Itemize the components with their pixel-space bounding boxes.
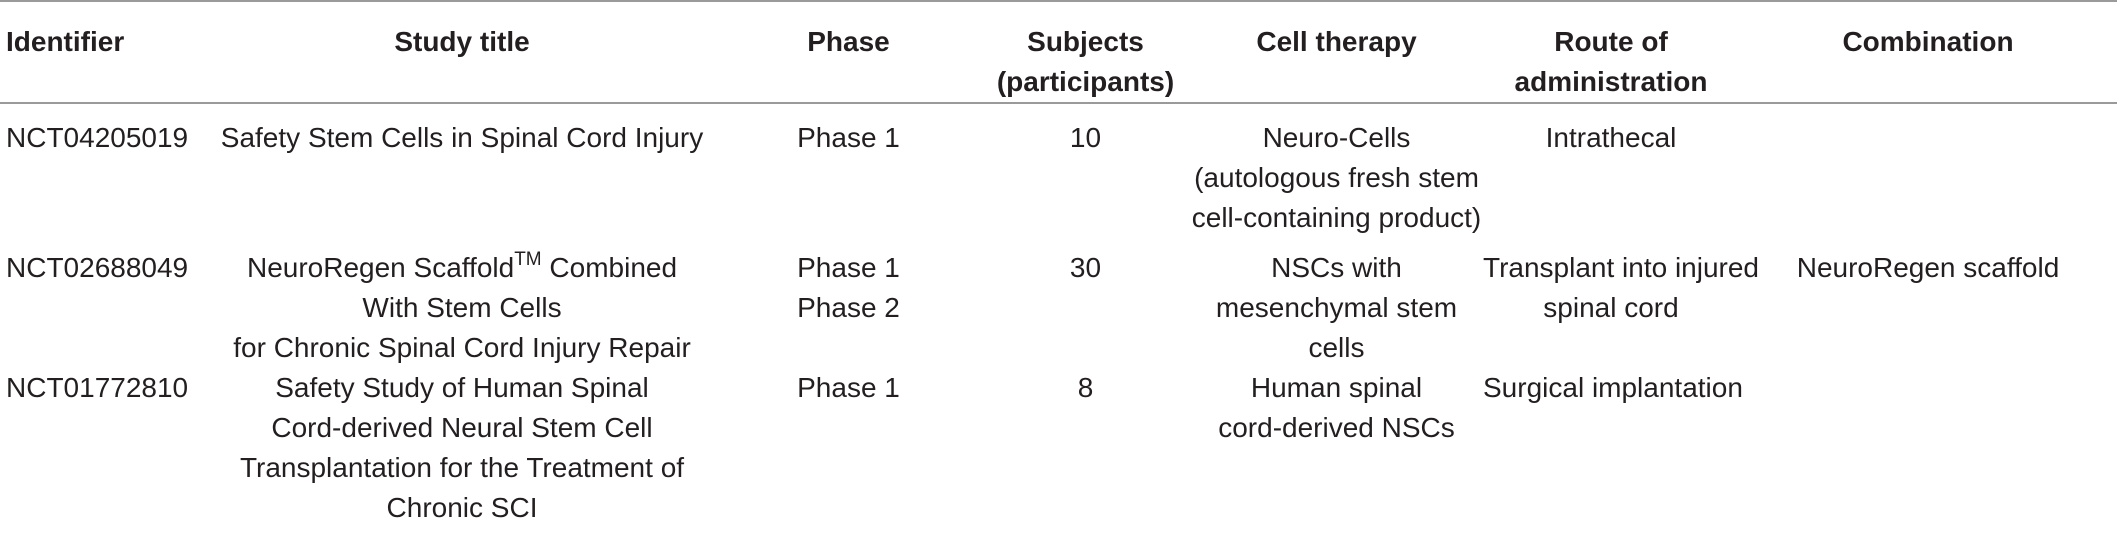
header-study-title: Study title [394,26,530,57]
header-identifier: Identifier [6,26,125,57]
trademark-superscript: TM [514,248,542,270]
cell-study-title: NeuroRegen ScaffoldTM Combined With Stem… [233,248,691,363]
cell-route: Intrathecal [1545,122,1677,153]
title-text: Combined [541,252,678,283]
table-header-row: Identifier Study title Phase Subjects (p… [0,1,2117,103]
table-row: NCT01772810 Safety Study of Human Spinal… [0,368,2117,558]
cell-phase: Phase 1 [797,122,900,153]
cell-combination: NeuroRegen scaffold [1796,252,2060,283]
title-text: NeuroRegen Scaffold [246,252,515,283]
cell-route: Surgical implantation [1483,372,1743,403]
header-route: Route of administration [1514,26,1708,97]
cell-subjects: 10 [1069,122,1102,153]
cell-route: Transplant into injured spinal cord [1483,252,1760,323]
cell-identifier: NCT04205019 [6,122,189,153]
cell-subjects: 30 [1069,252,1102,283]
clinical-trials-table-container: Identifier Study title Phase Subjects (p… [0,1,2117,523]
table-row: NCT02688049 NeuroRegen ScaffoldTM Combin… [0,238,2117,368]
header-subjects: Subjects (participants) [996,26,1175,97]
cell-cell-therapy: Neuro-Cells (autologous fresh stem cell-… [1191,122,1482,233]
header-cell-therapy: Cell therapy [1256,26,1417,57]
cell-cell-therapy: NSCs with mesenchymal stem cells [1215,252,1458,363]
cell-study-title: Safety Study of Human Spinal Cord-derive… [239,372,685,523]
cell-study-title: Safety Stem Cells in Spinal Cord Injury [220,122,704,153]
cell-phase: Phase 1 Phase 2 [797,252,900,323]
table-row: NCT04205019 Safety Stem Cells in Spinal … [0,103,2117,238]
header-combination: Combination [1842,26,2014,57]
cell-combination [1739,103,2117,238]
cell-subjects: 8 [1077,372,1094,403]
cell-phase: Phase 1 [797,372,900,403]
cell-cell-therapy: Human spinal cord-derived NSCs [1218,372,1455,443]
cell-identifier: NCT02688049 [6,252,189,283]
cell-identifier: NCT01772810 [6,372,189,403]
cell-combination [1739,368,2117,558]
header-phase: Phase [807,26,890,57]
